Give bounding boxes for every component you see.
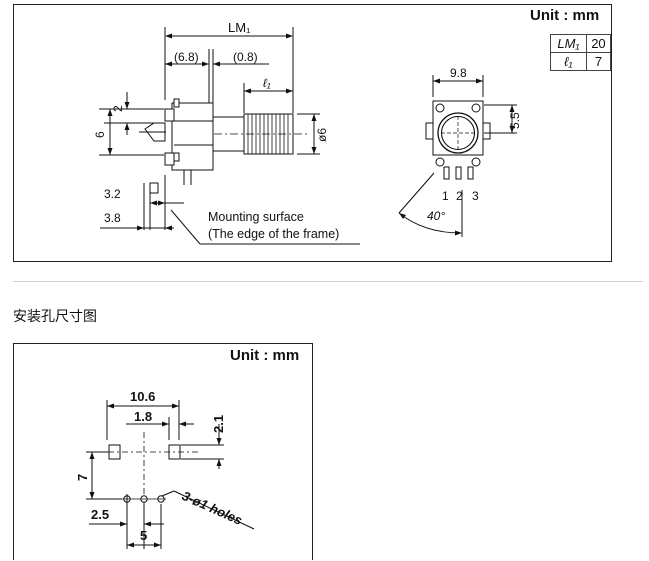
front-height-label: 5.5 bbox=[508, 112, 522, 129]
l1-label: ℓ₁ bbox=[263, 76, 271, 90]
dim-5-label: 5 bbox=[140, 528, 147, 543]
section-divider bbox=[13, 281, 643, 282]
table-value-l1: 7 bbox=[585, 52, 612, 71]
dim-10-6-label: 10.6 bbox=[130, 389, 155, 404]
dimension-drawing: LM₁ (6.8) (0.8) ℓ₁ 2 6 ø6 3.2 3.8 Mounti… bbox=[93, 20, 522, 245]
mounting-surface-label: Mounting surface bbox=[208, 210, 304, 224]
unit-label: Unit : mm bbox=[230, 347, 300, 364]
dim-2-label: 2 bbox=[111, 105, 125, 112]
dim-6-label: 6 bbox=[93, 131, 107, 138]
lm1-label: LM₁ bbox=[228, 20, 251, 35]
table-key-l1: ℓ₁ bbox=[550, 52, 587, 71]
table-row: LM₁ 20 bbox=[550, 34, 612, 53]
offset-b-label: (0.8) bbox=[233, 50, 258, 64]
dim-3-2-label: 3.2 bbox=[104, 187, 121, 201]
mounting-hole-panel: 10.6 1.8 2.1 7 2.5 5 3-ø1 holes Unit : m… bbox=[13, 343, 313, 560]
pin-3-label: 3 bbox=[472, 189, 479, 203]
frame-edge-label: (The edge of the frame) bbox=[208, 227, 339, 241]
pin-2-label: 2 bbox=[456, 189, 463, 203]
dim-2-1-label: 2.1 bbox=[211, 415, 226, 433]
table-value-lm1: 20 bbox=[585, 34, 612, 53]
dim-1-8-label: 1.8 bbox=[134, 409, 152, 424]
dim-7-label: 7 bbox=[75, 474, 90, 481]
section-title: 安装孔尺寸图 bbox=[13, 308, 97, 324]
angle-label: 40° bbox=[427, 209, 445, 223]
dimensions-table: LM₁ 20 ℓ₁ 7 bbox=[550, 34, 612, 71]
dimension-drawing-panel: LM₁ (6.8) (0.8) ℓ₁ 2 6 ø6 3.2 3.8 Mounti… bbox=[13, 4, 612, 262]
table-row: ℓ₁ 7 bbox=[550, 52, 612, 71]
offset-a-label: (6.8) bbox=[174, 50, 199, 64]
table-key-lm1: LM₁ bbox=[550, 34, 587, 53]
holes-note: 3-ø1 holes bbox=[180, 488, 245, 528]
mounting-hole-drawing: 10.6 1.8 2.1 7 2.5 5 3-ø1 holes bbox=[75, 389, 255, 549]
front-width-label: 9.8 bbox=[450, 66, 467, 80]
unit-label: Unit : mm bbox=[530, 7, 600, 24]
pin-1-label: 1 bbox=[442, 189, 449, 203]
shaft-diameter-label: ø6 bbox=[315, 128, 329, 142]
dim-2-5-label: 2.5 bbox=[91, 507, 109, 522]
dim-3-8-label: 3.8 bbox=[104, 211, 121, 225]
